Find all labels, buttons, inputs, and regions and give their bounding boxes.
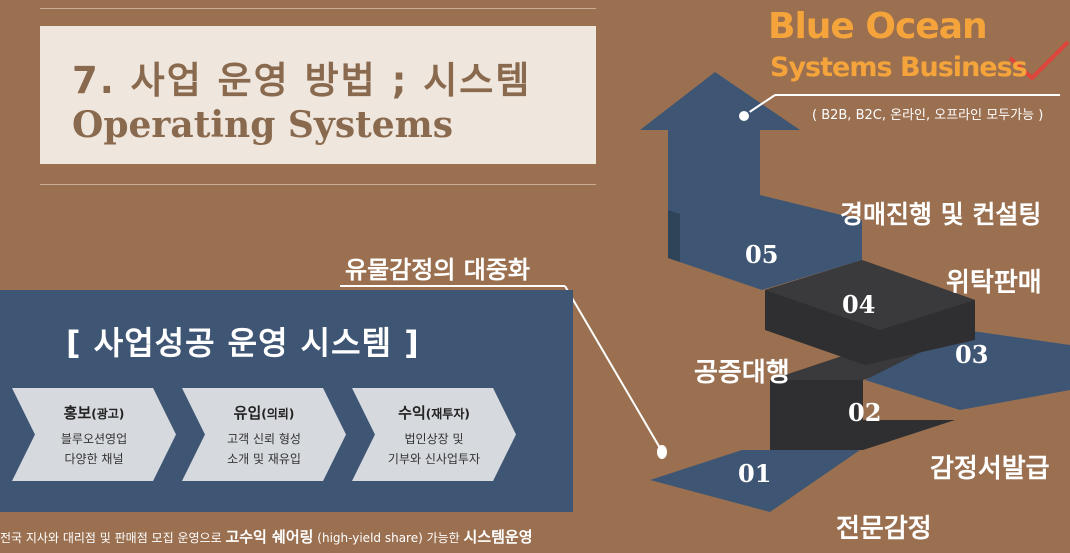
step-label-05: 경매진행 및 컨설팅 xyxy=(840,200,1042,229)
popularize-label: 유물감정의 대중화 xyxy=(345,256,530,284)
chevron-head: 홍보 xyxy=(63,404,92,422)
bottom-note-mid: (high-yield share) 가능한 xyxy=(313,531,464,545)
chevron-line-1: 법인상장 및 xyxy=(404,432,464,446)
chevron-line-2: 다양한 채널 xyxy=(64,452,124,466)
chevron-head: 수익 xyxy=(398,404,426,422)
chevron-sub: (의뢰) xyxy=(261,407,295,421)
chevron-line-2: 기부와 신사업투자 xyxy=(387,452,481,466)
brand-pointer-line xyxy=(744,94,776,116)
brand-pointer-dot xyxy=(737,109,751,123)
step-number-05: 05 xyxy=(745,240,779,269)
step-05-arrow xyxy=(640,72,862,290)
step-number-04: 04 xyxy=(842,290,876,319)
popularize-pointer-line-2 xyxy=(564,285,661,449)
step-number-02: 02 xyxy=(848,398,882,427)
chevron-step-promotion: 홍보(광고) 블루오션영업 다양한 채널 xyxy=(12,388,176,481)
chevron-sub: (재투자) xyxy=(425,407,470,421)
step-label-02: 감정서발급 xyxy=(930,454,1050,484)
top-rule xyxy=(40,8,596,9)
chevron-line-2: 소개 및 재유입 xyxy=(227,452,301,466)
step-number-01: 01 xyxy=(738,459,772,488)
popularize-pointer-dot xyxy=(657,445,667,459)
chevron-sub: (광고) xyxy=(91,407,125,421)
step-01-face xyxy=(650,450,860,512)
brand-line-1: Blue Ocean xyxy=(768,6,988,47)
step-02-top xyxy=(770,350,955,380)
bottom-rule xyxy=(40,184,596,185)
step-04-top xyxy=(765,260,975,330)
chevron-line-1: 고객 신뢰 형성 xyxy=(227,432,301,446)
chevron-step-revenue: 수익(재투자) 법인상장 및 기부와 신사업투자 xyxy=(352,388,516,481)
step-label-01: 전문감정 xyxy=(836,514,932,544)
brand-note: ( B2B, B2C, 온라인, 오프라인 모두가능 ) xyxy=(812,108,1044,123)
step-03-face xyxy=(865,330,1070,410)
title-box: 7. 사업 운영 방법 ; 시스템 Operating Systems xyxy=(40,26,596,164)
step-label-04: 위탁판매 xyxy=(946,268,1042,298)
bottom-note-pre: 전국 지사와 대리점 및 판매점 모집 운영으로 xyxy=(0,531,226,545)
chevron-line-1: 블루오션영업 xyxy=(60,432,128,446)
bottom-note-bold-2: 시스템운영 xyxy=(463,528,533,546)
bottom-note: 전국 지사와 대리점 및 판매점 모집 운영으로 고수익 쉐어링 (high-y… xyxy=(0,526,600,547)
bottom-note-bold-1: 고수익 쉐어링 xyxy=(225,528,314,546)
chevron-head: 유입 xyxy=(233,404,262,422)
page-title-english: Operating Systems xyxy=(72,104,453,146)
operating-system-panel: [ 사업성공 운영 시스템 ] 홍보(광고) 블루오션영업 다양한 채널 유입(… xyxy=(0,290,573,512)
step-05-side xyxy=(668,210,680,262)
page-title-korean: 7. 사업 운영 방법 ; 시스템 xyxy=(72,59,532,102)
brand-line-2: Systems Business xyxy=(770,52,1028,83)
step-number-03: 03 xyxy=(955,340,989,369)
step-02-riser xyxy=(770,380,863,450)
step-label-03: 공증대행 xyxy=(694,358,790,388)
check-mark-icon xyxy=(1008,40,1070,81)
chevron-step-inflow: 유입(의뢰) 고객 신뢰 형성 소개 및 재유입 xyxy=(182,388,346,481)
panel-title: [ 사업성공 운영 시스템 ] xyxy=(66,324,420,362)
